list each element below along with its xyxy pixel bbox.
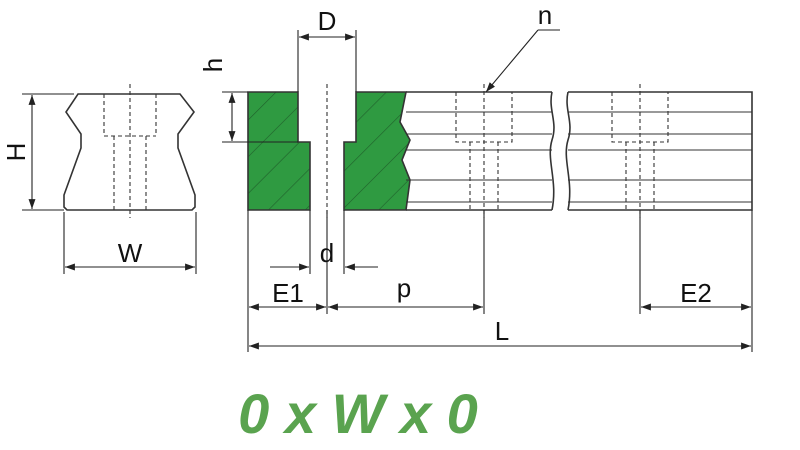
section-hatch (248, 92, 410, 210)
rail-body-line (568, 111, 752, 203)
rail-body-segment (406, 91, 552, 211)
rail-body-segment (568, 91, 753, 211)
break-line-left (549, 91, 555, 211)
label-W: W (118, 238, 143, 268)
label-p: p (397, 273, 411, 303)
size-title: 0 x W x 0 (238, 382, 478, 445)
label-E2: E2 (680, 278, 712, 308)
label-H: H (1, 143, 31, 162)
rail-side-view (222, 29, 753, 352)
label-h: h (198, 58, 228, 72)
rail-body-line (406, 111, 552, 203)
break-line-right (565, 91, 571, 211)
label-d: d (320, 238, 334, 268)
n-leader-line (485, 29, 539, 93)
label-D: D (318, 6, 337, 36)
label-L: L (495, 316, 509, 346)
rail-profile-outline (63, 93, 196, 211)
rail-profile-view (22, 84, 197, 274)
label-n: n (538, 0, 552, 30)
label-E1: E1 (272, 278, 304, 308)
